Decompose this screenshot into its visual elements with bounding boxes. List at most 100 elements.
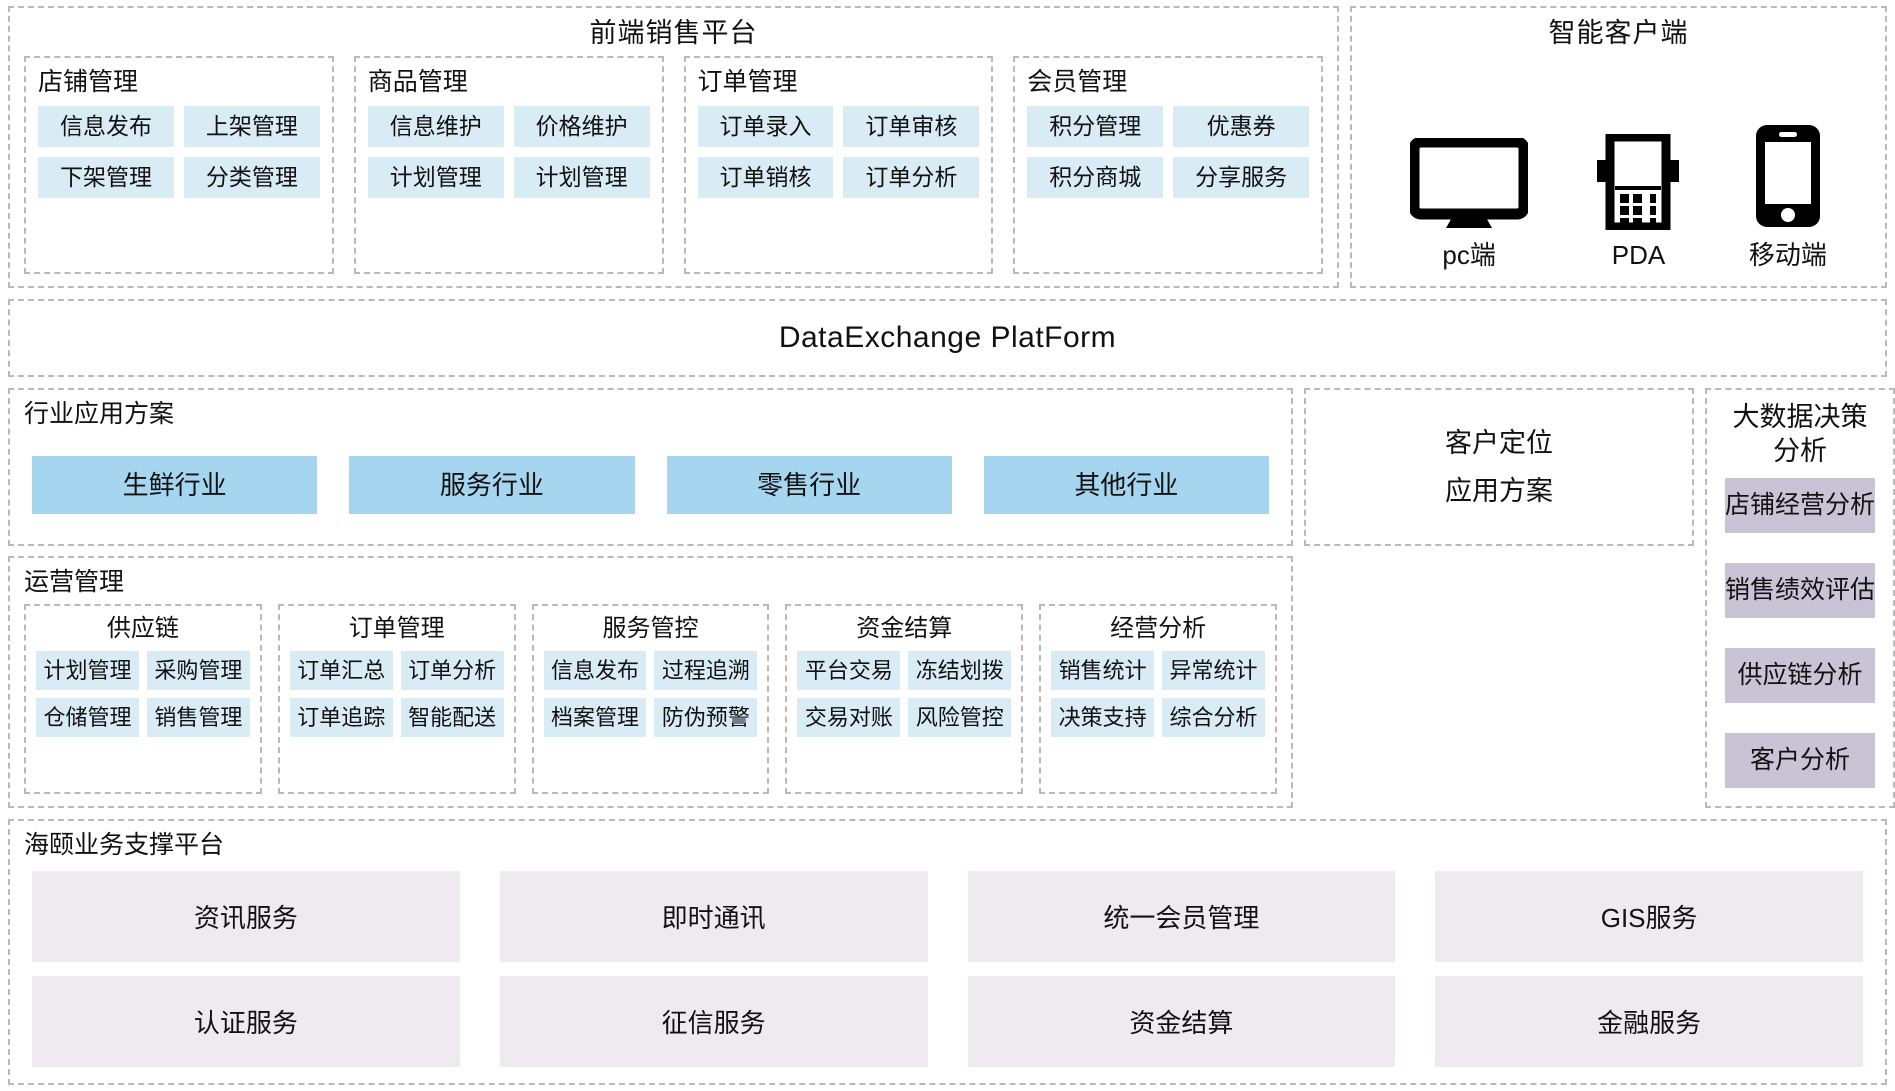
ops-risk-control[interactable]: 风险管控 <box>908 698 1012 737</box>
item-order-analysis[interactable]: 订单分析 <box>843 157 980 198</box>
support-instant-messaging[interactable]: 即时通讯 <box>499 871 928 962</box>
member-management-items: 积分管理 优惠券 积分商城 分享服务 <box>1027 106 1309 198</box>
support-gis-service[interactable]: GIS服务 <box>1435 871 1863 962</box>
item-coupon[interactable]: 优惠券 <box>1173 106 1309 147</box>
order-management-ops-items: 订单汇总 订单分析 订单追踪 智能配送 <box>289 651 504 737</box>
support-platform-panel: 海颐业务支撑平台 资讯服务 即时通讯 统一会员管理 GIS服务 认证服务 征信服… <box>8 819 1887 1085</box>
industry-solutions-panel: 行业应用方案 生鲜行业 服务行业 零售行业 其他行业 <box>8 388 1293 546</box>
ops-archive-management[interactable]: 档案管理 <box>543 698 647 737</box>
item-order-entry[interactable]: 订单录入 <box>697 106 834 147</box>
ops-warehouse-management[interactable]: 仓储管理 <box>36 698 139 737</box>
industry-solutions-list: 生鲜行业 服务行业 零售行业 其他行业 <box>24 436 1277 534</box>
industry-solutions-title: 行业应用方案 <box>24 400 175 428</box>
ops-smart-delivery[interactable]: 智能配送 <box>400 698 504 737</box>
item-order-writeoff[interactable]: 订单销核 <box>697 157 834 198</box>
ops-decision-support[interactable]: 决策支持 <box>1051 698 1155 737</box>
device-mobile[interactable]: 移动端 <box>1749 122 1827 270</box>
device-pc-label: pc端 <box>1442 240 1496 270</box>
big-data-analysis-list: 店铺经营分析 销售绩效评估 供应链分析 客户分析 <box>1725 478 1876 792</box>
item-listing-management[interactable]: 上架管理 <box>183 106 320 147</box>
supply-chain-items: 计划管理 采购管理 仓储管理 销售管理 <box>36 651 250 737</box>
order-management-ops-group: 订单管理 订单汇总 订单分析 订单追踪 智能配送 <box>277 604 516 794</box>
order-management-group: 订单管理 订单录入 订单审核 订单销核 订单分析 <box>683 56 994 274</box>
support-platform-grid: 资讯服务 即时通讯 统一会员管理 GIS服务 认证服务 征信服务 资金结算 金融… <box>24 867 1871 1069</box>
ops-transaction-reconciliation[interactable]: 交易对账 <box>797 698 901 737</box>
pda-icon <box>1588 134 1688 230</box>
support-platform-title: 海颐业务支撑平台 <box>24 831 225 859</box>
device-list: pc端 <box>1362 56 1875 276</box>
store-management-items: 信息发布 上架管理 下架管理 分类管理 <box>38 106 320 198</box>
device-pc[interactable]: pc端 <box>1410 138 1529 270</box>
store-management-group: 店铺管理 信息发布 上架管理 下架管理 分类管理 <box>24 56 334 274</box>
bigdata-supply-chain-analysis[interactable]: 供应链分析 <box>1725 648 1876 703</box>
service-control-title: 服务管控 <box>602 615 699 642</box>
ops-sales-management[interactable]: 销售管理 <box>146 698 250 737</box>
supply-chain-group: 供应链 计划管理 采购管理 仓储管理 销售管理 <box>24 604 262 794</box>
support-unified-member-management[interactable]: 统一会员管理 <box>967 871 1396 962</box>
item-share-service[interactable]: 分享服务 <box>1173 157 1309 198</box>
ops-plan-management[interactable]: 计划管理 <box>36 651 139 690</box>
item-points-management[interactable]: 积分管理 <box>1027 106 1164 147</box>
data-exchange-platform-title: DataExchange PlatForm <box>778 321 1117 354</box>
member-management-group: 会员管理 积分管理 优惠券 积分商城 分享服务 <box>1013 56 1323 274</box>
ops-order-summary[interactable]: 订单汇总 <box>289 651 393 690</box>
order-management-title: 订单管理 <box>697 68 798 96</box>
operations-management-title: 运营管理 <box>24 568 125 596</box>
item-plan-management-a[interactable]: 计划管理 <box>367 157 504 198</box>
support-info-service[interactable]: 资讯服务 <box>32 871 460 962</box>
ops-anticounterfeit-alert[interactable]: 防伪预警 <box>654 698 758 737</box>
fund-settlement-title: 资金结算 <box>856 615 953 642</box>
bigdata-customer-analysis[interactable]: 客户分析 <box>1725 733 1876 788</box>
industry-service[interactable]: 服务行业 <box>349 456 635 514</box>
ops-order-tracking[interactable]: 订单追踪 <box>289 698 393 737</box>
top-row: 前端销售平台 店铺管理 信息发布 上架管理 下架管理 分类管理 商品管理 信息维… <box>8 6 1887 288</box>
smart-client-title: 智能客户端 <box>1548 18 1689 48</box>
ops-order-analysis[interactable]: 订单分析 <box>400 651 504 690</box>
order-management-ops-title: 订单管理 <box>348 615 445 642</box>
item-info-maintenance[interactable]: 信息维护 <box>367 106 504 147</box>
device-pda[interactable]: PDA <box>1588 134 1688 270</box>
ops-comprehensive-analysis[interactable]: 综合分析 <box>1162 698 1265 737</box>
industry-retail[interactable]: 零售行业 <box>666 456 952 514</box>
ops-procurement-management[interactable]: 采购管理 <box>146 651 250 690</box>
ops-info-publish[interactable]: 信息发布 <box>543 651 647 690</box>
support-credit-service[interactable]: 征信服务 <box>499 976 928 1067</box>
service-control-items: 信息发布 过程追溯 档案管理 防伪预警 <box>543 651 758 737</box>
item-delisting-management[interactable]: 下架管理 <box>38 157 174 198</box>
ops-process-traceability[interactable]: 过程追溯 <box>654 651 758 690</box>
industry-other[interactable]: 其他行业 <box>983 456 1269 514</box>
ops-platform-transaction[interactable]: 平台交易 <box>797 651 901 690</box>
monitor-icon <box>1410 138 1529 230</box>
industry-fresh-food[interactable]: 生鲜行业 <box>32 456 318 514</box>
big-data-analysis-title: 大数据决策分析 <box>1732 402 1868 466</box>
data-exchange-platform-panel: DataExchange PlatForm <box>8 299 1887 377</box>
business-analysis-title: 经营分析 <box>1110 615 1207 642</box>
device-pda-label: PDA <box>1611 240 1666 270</box>
bigdata-store-operation-analysis[interactable]: 店铺经营分析 <box>1725 478 1876 533</box>
customer-positioning-panel: 客户定位 应用方案 <box>1304 388 1694 546</box>
ops-sales-statistics[interactable]: 销售统计 <box>1051 651 1155 690</box>
middle-center-column: 客户定位 应用方案 <box>1304 388 1694 808</box>
item-info-publish[interactable]: 信息发布 <box>38 106 174 147</box>
item-plan-management-b[interactable]: 计划管理 <box>513 157 650 198</box>
support-authentication-service[interactable]: 认证服务 <box>32 976 460 1067</box>
front-sales-group-strip: 店铺管理 信息发布 上架管理 下架管理 分类管理 商品管理 信息维护 价格维护 … <box>24 56 1323 274</box>
member-management-title: 会员管理 <box>1027 68 1128 96</box>
ops-freeze-transfer[interactable]: 冻结划拨 <box>908 651 1012 690</box>
product-management-items: 信息维护 价格维护 计划管理 计划管理 <box>367 106 650 198</box>
supply-chain-title: 供应链 <box>106 615 179 642</box>
item-order-review[interactable]: 订单审核 <box>843 106 980 147</box>
order-management-items: 订单录入 订单审核 订单销核 订单分析 <box>697 106 980 198</box>
middle-row: 行业应用方案 生鲜行业 服务行业 零售行业 其他行业 运营管理 供应链 计划管理… <box>8 388 1895 808</box>
front-sales-platform-title: 前端销售平台 <box>589 18 758 48</box>
store-management-title: 店铺管理 <box>38 68 139 96</box>
item-price-maintenance[interactable]: 价格维护 <box>513 106 650 147</box>
support-financial-service[interactable]: 金融服务 <box>1435 976 1863 1067</box>
support-fund-settlement[interactable]: 资金结算 <box>967 976 1396 1067</box>
ops-exception-statistics[interactable]: 异常统计 <box>1162 651 1265 690</box>
fund-settlement-group: 资金结算 平台交易 冻结划拨 交易对账 风险管控 <box>785 604 1024 794</box>
operations-group-strip: 供应链 计划管理 采购管理 仓储管理 销售管理 订单管理 订单汇总 订单分析 <box>24 604 1277 794</box>
bigdata-sales-performance-evaluation[interactable]: 销售绩效评估 <box>1725 563 1876 618</box>
item-points-mall[interactable]: 积分商城 <box>1027 157 1164 198</box>
item-category-management[interactable]: 分类管理 <box>183 157 320 198</box>
